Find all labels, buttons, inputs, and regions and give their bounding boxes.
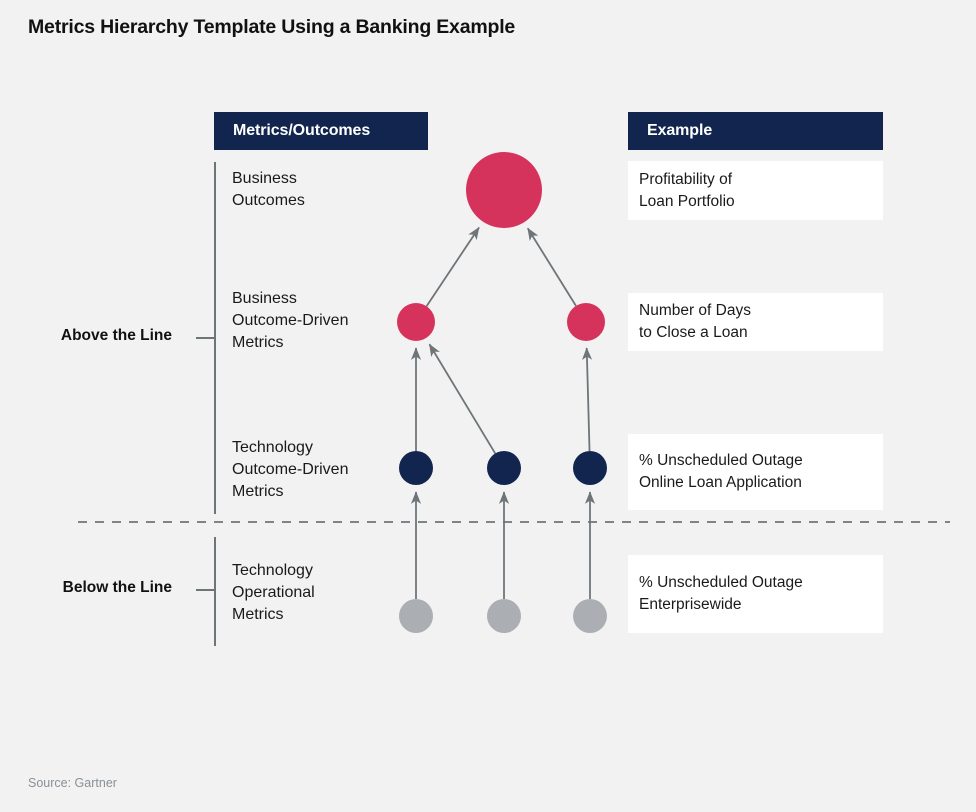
node-todm-3[interactable]: [573, 451, 607, 485]
column-header-example: Example: [628, 112, 883, 150]
node-tom-2[interactable]: [487, 599, 521, 633]
node-bo-1[interactable]: [466, 152, 542, 228]
node-tom-3[interactable]: [573, 599, 607, 633]
arrow-todm-3-to-bodm-2: [581, 347, 593, 452]
bracket-tick-above-the-line: [196, 337, 214, 339]
node-todm-2[interactable]: [487, 451, 521, 485]
source-note: Source: Gartner: [28, 776, 117, 790]
column-header-metrics-outcomes: Metrics/Outcomes: [214, 112, 428, 150]
bracket-below-the-line: [214, 537, 216, 646]
node-bodm-2[interactable]: [567, 303, 605, 341]
page-title: Metrics Hierarchy Template Using a Banki…: [28, 16, 516, 38]
bracket-above-the-line: [214, 162, 216, 514]
arrow-bodm-1-to-bo-1: [425, 226, 480, 307]
column-header-example-label: Example: [647, 122, 713, 139]
bracket-tick-below-the-line: [196, 589, 214, 591]
arrow-bodm-2-to-bo-1: [526, 227, 577, 307]
arrow-todm-2-to-bodm-1: [428, 343, 496, 454]
column-header-metrics-outcomes-label: Metrics/Outcomes: [233, 122, 371, 139]
group-label-above-the-line: Above the Line: [60, 327, 172, 344]
group-label-below-the-line: Below the Line: [62, 579, 172, 596]
